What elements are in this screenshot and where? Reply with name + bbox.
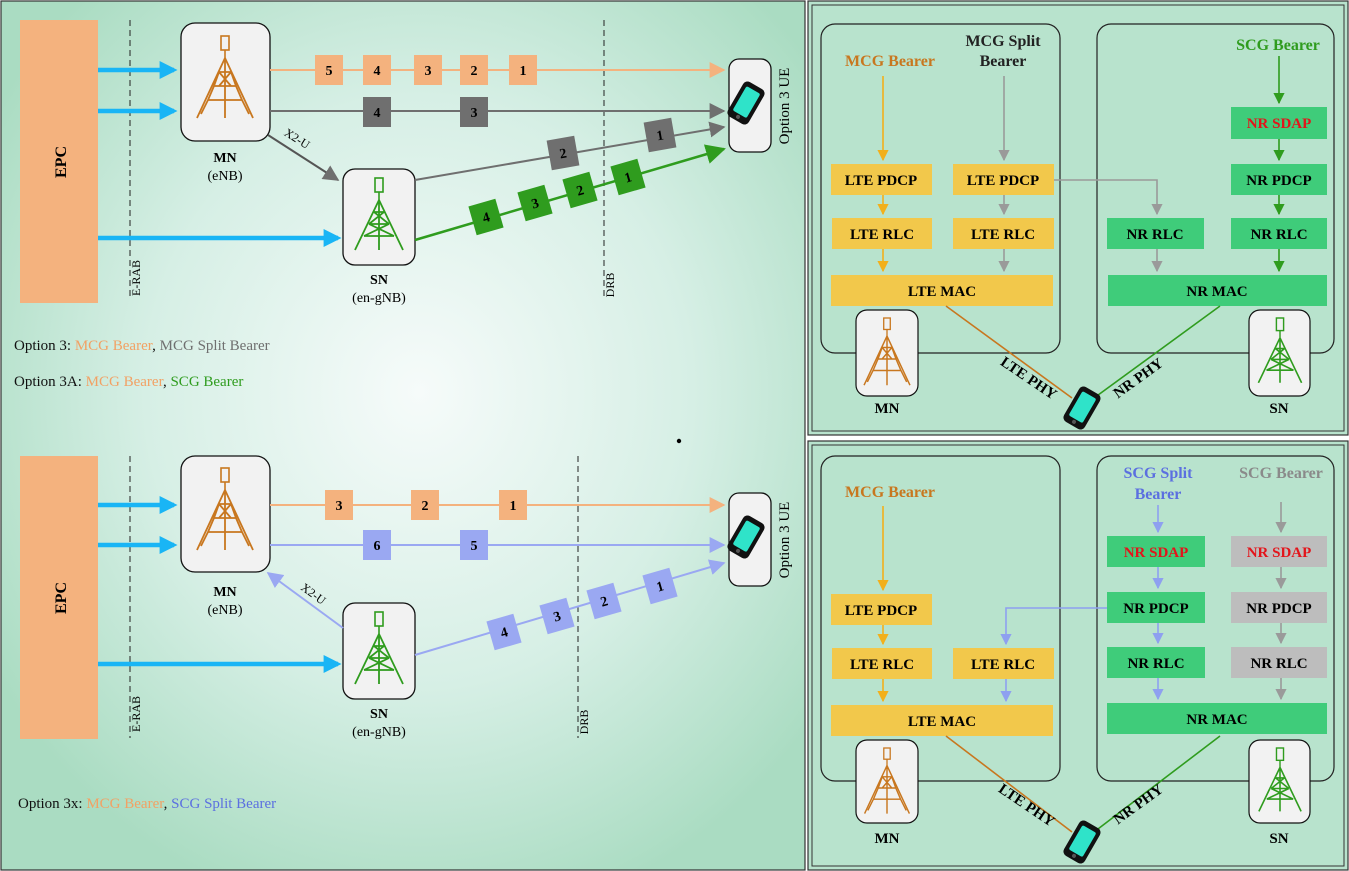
svg-text:1: 1 [520,64,527,79]
rb-lte-rlc-b: LTE RLC [971,657,1035,673]
svg-text:6: 6 [374,539,381,554]
rt-nr-pdcp: NR PDCP [1246,173,1311,189]
rt-scg-bearer: SCG Bearer [1236,37,1320,54]
svg-text:2: 2 [559,146,568,162]
svg-text:5: 5 [326,64,333,79]
option3-diagram: EPC E-RAB DRB MN (eNB) SN (en-gNB) X2-U … [14,20,793,390]
mn-label-top: MN [213,151,236,166]
epc-label-bottom: EPC [53,582,70,614]
svg-text:3: 3 [336,499,343,514]
erab-label-bottom: E-RAB [129,696,143,732]
right-top-panel: MCG Bearer MCG Split Bearer SCG Bearer L… [807,0,1349,436]
svg-text:5: 5 [471,539,478,554]
rb-lte-rlc-a: LTE RLC [850,657,914,673]
sn-stack-box-bottom [1096,455,1335,782]
rb-nr-rlc-a: NR RLC [1127,656,1184,672]
option3-caption: Option 3: MCG Bearer, MCG Split Bearer [14,338,270,354]
svg-text:2: 2 [575,183,586,199]
rt-nr-rlc-a: NR RLC [1126,227,1183,243]
rb-lte-mac: LTE MAC [908,714,976,730]
mn-label-bottom: MN [213,585,236,600]
svg-text:1: 1 [656,128,665,144]
right-bottom-panel: MCG Bearer SCG Split Bearer SCG Bearer L… [807,440,1349,871]
option3x-caption: Option 3x: MCG Bearer, SCG Split Bearer [18,796,276,812]
rt-nr-mac: NR MAC [1186,284,1247,300]
drb-label-top: DRB [603,273,617,298]
rb-sn-label: SN [1269,831,1288,847]
sn-label-top: SN [370,273,388,288]
mn-type-bottom: (eNB) [208,603,243,618]
svg-text:4: 4 [481,210,492,226]
svg-text:3: 3 [530,196,541,212]
svg-text:3: 3 [471,106,478,121]
rt-nr-sdap: NR SDAP [1247,116,1312,132]
mn-split-packets-bottom: 6 5 [363,530,488,560]
split-sn-packets-top: 2 1 [546,117,677,171]
sn-stack-box-top [1096,23,1335,354]
rb-nr-rlc-b: NR RLC [1250,656,1307,672]
mn-stack-box-bottom [820,455,1061,782]
rb-mcg-bearer: MCG Bearer [845,484,935,501]
rb-mn-label: MN [875,831,900,847]
ue-label-top: Option 3 UE [777,68,793,145]
svg-text:4: 4 [374,106,381,121]
svg-text:4: 4 [499,625,510,641]
rb-nr-pdcp-a: NR PDCP [1123,601,1188,617]
svg-text:2: 2 [422,499,429,514]
mn-type-top: (eNB) [208,169,243,184]
erab-label-top: E-RAB [129,260,143,296]
option3x-diagram: EPC E-RAB DRB MN (eNB) SN (en-gNB) X2-U … [18,455,793,812]
rt-nr-rlc-b: NR RLC [1250,227,1307,243]
epc-box-top [20,20,98,303]
mn-stack-box-top [820,23,1061,354]
rb-scg-bearer: SCG Bearer [1239,465,1323,482]
svg-text:3: 3 [425,64,432,79]
scg-packets-top: 4 3 2 1 [468,158,646,236]
sn-split-packets-bottom: 4 3 2 1 [486,567,678,651]
epc-label-top: EPC [53,146,70,178]
svg-text:2: 2 [599,594,610,610]
rb-nr-sdap-a: NR SDAP [1124,545,1189,561]
rb-nr-pdcp-b: NR PDCP [1246,601,1311,617]
svg-text:2: 2 [471,64,478,79]
drb-label-bottom: DRB [577,710,591,735]
rb-nr-sdap-b: NR SDAP [1247,545,1312,561]
sn-type-bottom: (en-gNB) [352,725,406,740]
rb-lte-pdcp: LTE PDCP [845,603,917,619]
svg-text:4: 4 [374,64,381,79]
rt-lte-pdcp-a: LTE PDCP [845,173,917,189]
rt-mcg-split-1: MCG Split [965,33,1041,50]
svg-text:3: 3 [552,609,563,625]
rb-nr-mac: NR MAC [1186,712,1247,728]
epc-box-bottom [20,456,98,739]
ue-label-bottom: Option 3 UE [777,502,793,579]
mcg-packets-top: 5 4 3 2 1 [315,55,537,85]
sn-type-top: (en-gNB) [352,291,406,306]
rt-lte-mac: LTE MAC [908,284,976,300]
rt-lte-rlc-b: LTE RLC [971,227,1035,243]
svg-text:1: 1 [510,499,517,514]
svg-text:1: 1 [623,170,634,186]
svg-text:1: 1 [655,579,666,595]
mcg-packets-bottom: 3 2 1 [325,490,527,520]
rt-lte-rlc-a: LTE RLC [850,227,914,243]
option3a-caption: Option 3A: MCG Bearer, SCG Bearer [14,374,243,390]
rt-lte-pdcp-b: LTE PDCP [967,173,1039,189]
rb-scg-split-2: Bearer [1135,486,1182,503]
rb-scg-split-1: SCG Split [1124,465,1194,482]
split-mn-packets-top: 4 3 [363,97,488,127]
sn-label-bottom: SN [370,707,388,722]
rt-mcg-bearer: MCG Bearer [845,53,935,70]
rt-sn-label: SN [1269,401,1288,417]
rt-mcg-split-2: Bearer [980,53,1027,70]
rt-mn-label: MN [875,401,900,417]
